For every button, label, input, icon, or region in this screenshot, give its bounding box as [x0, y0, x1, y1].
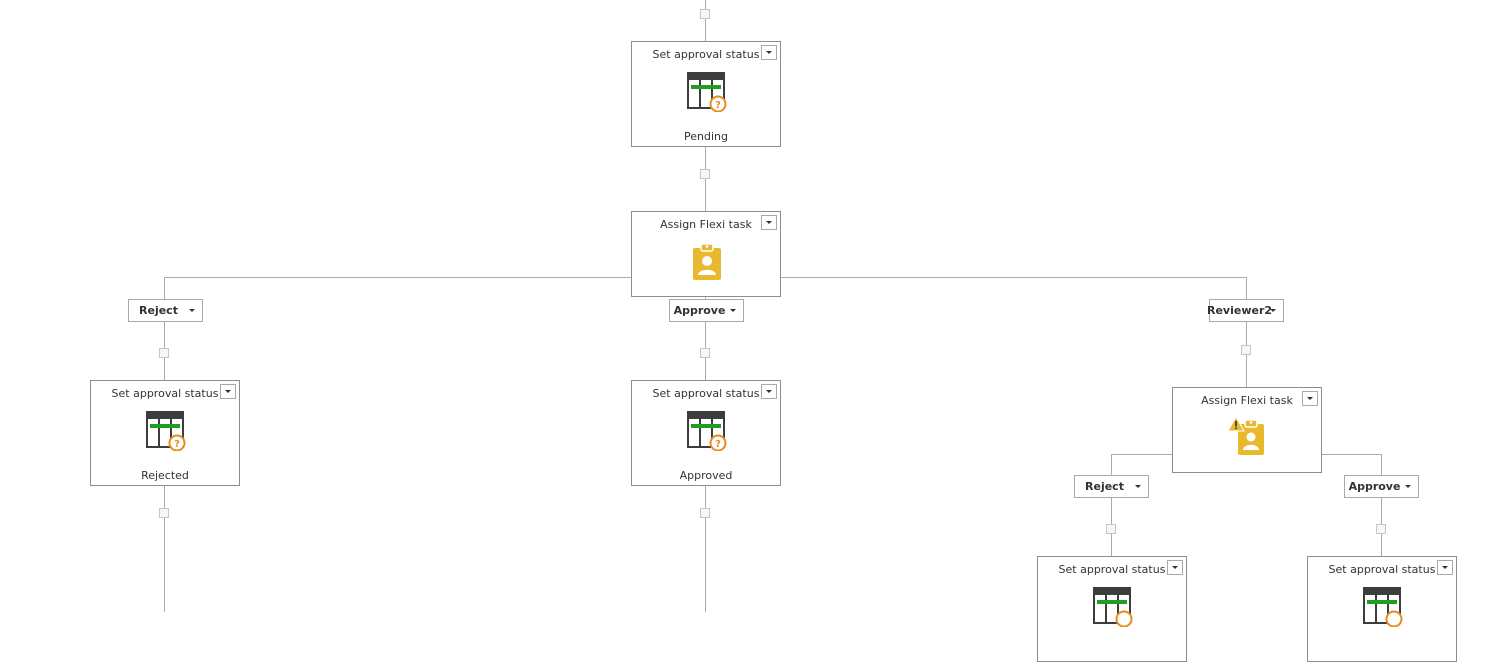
- svg-text:?: ?: [174, 439, 180, 450]
- flexi-task-clipboard-icon: [1228, 416, 1264, 455]
- branch-label: Reject: [139, 304, 178, 317]
- chevron-down-icon: [1270, 309, 1276, 312]
- action-title: Set approval status: [111, 387, 219, 400]
- flexi-task-clipboard-icon: [693, 243, 721, 280]
- action-title: Assign Flexi task: [1201, 394, 1293, 407]
- branch-label: Approve: [673, 304, 726, 317]
- set-approval-status-reviewer2-reject[interactable]: Set approval status: [1037, 556, 1187, 662]
- action-title: Set approval status: [652, 387, 760, 400]
- action-menu-button[interactable]: [761, 384, 777, 399]
- set-approval-status-reviewer2-approve[interactable]: Set approval status: [1307, 556, 1457, 662]
- approval-status-table-icon: ?: [146, 411, 186, 451]
- drop-zone[interactable]: [700, 348, 710, 358]
- warning-icon: [1228, 416, 1245, 432]
- action-title: Set approval status: [1058, 563, 1166, 576]
- drop-zone[interactable]: [700, 169, 710, 179]
- action-status-text: Approved: [679, 469, 733, 482]
- connector-line: [705, 0, 706, 41]
- svg-text:?: ?: [715, 100, 721, 111]
- branch-label: Reviewer2: [1206, 304, 1273, 317]
- branch-label: Approve: [1348, 480, 1401, 493]
- drop-zone[interactable]: [159, 348, 169, 358]
- branch-reject-reviewer2[interactable]: Reject: [1074, 475, 1149, 498]
- action-menu-button[interactable]: [1167, 560, 1183, 575]
- drop-zone[interactable]: [1241, 345, 1251, 355]
- drop-zone[interactable]: [1376, 524, 1386, 534]
- assign-flexi-task-main[interactable]: Assign Flexi task: [631, 211, 781, 297]
- drop-zone[interactable]: [700, 9, 710, 19]
- set-approval-status-rejected[interactable]: Set approval status ? Rejected: [90, 380, 240, 486]
- svg-text:?: ?: [715, 439, 721, 450]
- connector-line: [1246, 277, 1247, 387]
- connector-line: [1111, 454, 1112, 556]
- assign-flexi-task-reviewer2[interactable]: Assign Flexi task: [1172, 387, 1322, 473]
- action-title: Set approval status: [652, 48, 760, 61]
- branch-approve[interactable]: Approve: [669, 299, 744, 322]
- branch-reject[interactable]: Reject: [128, 299, 203, 322]
- connector-line: [705, 296, 706, 380]
- action-status-text: Rejected: [141, 469, 189, 482]
- approval-status-table-icon: ?: [687, 72, 727, 112]
- connector-line: [1381, 454, 1382, 556]
- chevron-down-icon: [189, 309, 195, 312]
- approval-status-table-icon: [1363, 587, 1403, 627]
- action-menu-button[interactable]: [1437, 560, 1453, 575]
- connector-line: [705, 485, 706, 612]
- approval-status-table-icon: ?: [687, 411, 727, 451]
- drop-zone[interactable]: [159, 508, 169, 518]
- branch-reviewer2[interactable]: Reviewer2: [1206, 299, 1284, 322]
- workflow-canvas: Set approval status ? Pending Assign Fle…: [90, 0, 1457, 662]
- action-title: Assign Flexi task: [660, 218, 752, 231]
- branch-label: Reject: [1085, 480, 1124, 493]
- connector-line: [164, 485, 165, 612]
- chevron-down-icon: [730, 309, 736, 312]
- action-status-text: Pending: [684, 130, 728, 143]
- set-approval-status-approved[interactable]: Set approval status ? Approved: [631, 380, 781, 486]
- chevron-down-icon: [1405, 485, 1411, 488]
- action-menu-button[interactable]: [220, 384, 236, 399]
- action-menu-button[interactable]: [1302, 391, 1318, 406]
- approval-status-table-icon: [1093, 587, 1133, 627]
- set-approval-status-pending[interactable]: Set approval status ? Pending: [631, 41, 781, 147]
- action-menu-button[interactable]: [761, 45, 777, 60]
- action-title: Set approval status: [1328, 563, 1436, 576]
- drop-zone[interactable]: [700, 508, 710, 518]
- drop-zone[interactable]: [1106, 524, 1116, 534]
- branch-approve-reviewer2[interactable]: Approve: [1344, 475, 1419, 498]
- connector-line: [164, 277, 165, 380]
- action-menu-button[interactable]: [761, 215, 777, 230]
- chevron-down-icon: [1135, 485, 1141, 488]
